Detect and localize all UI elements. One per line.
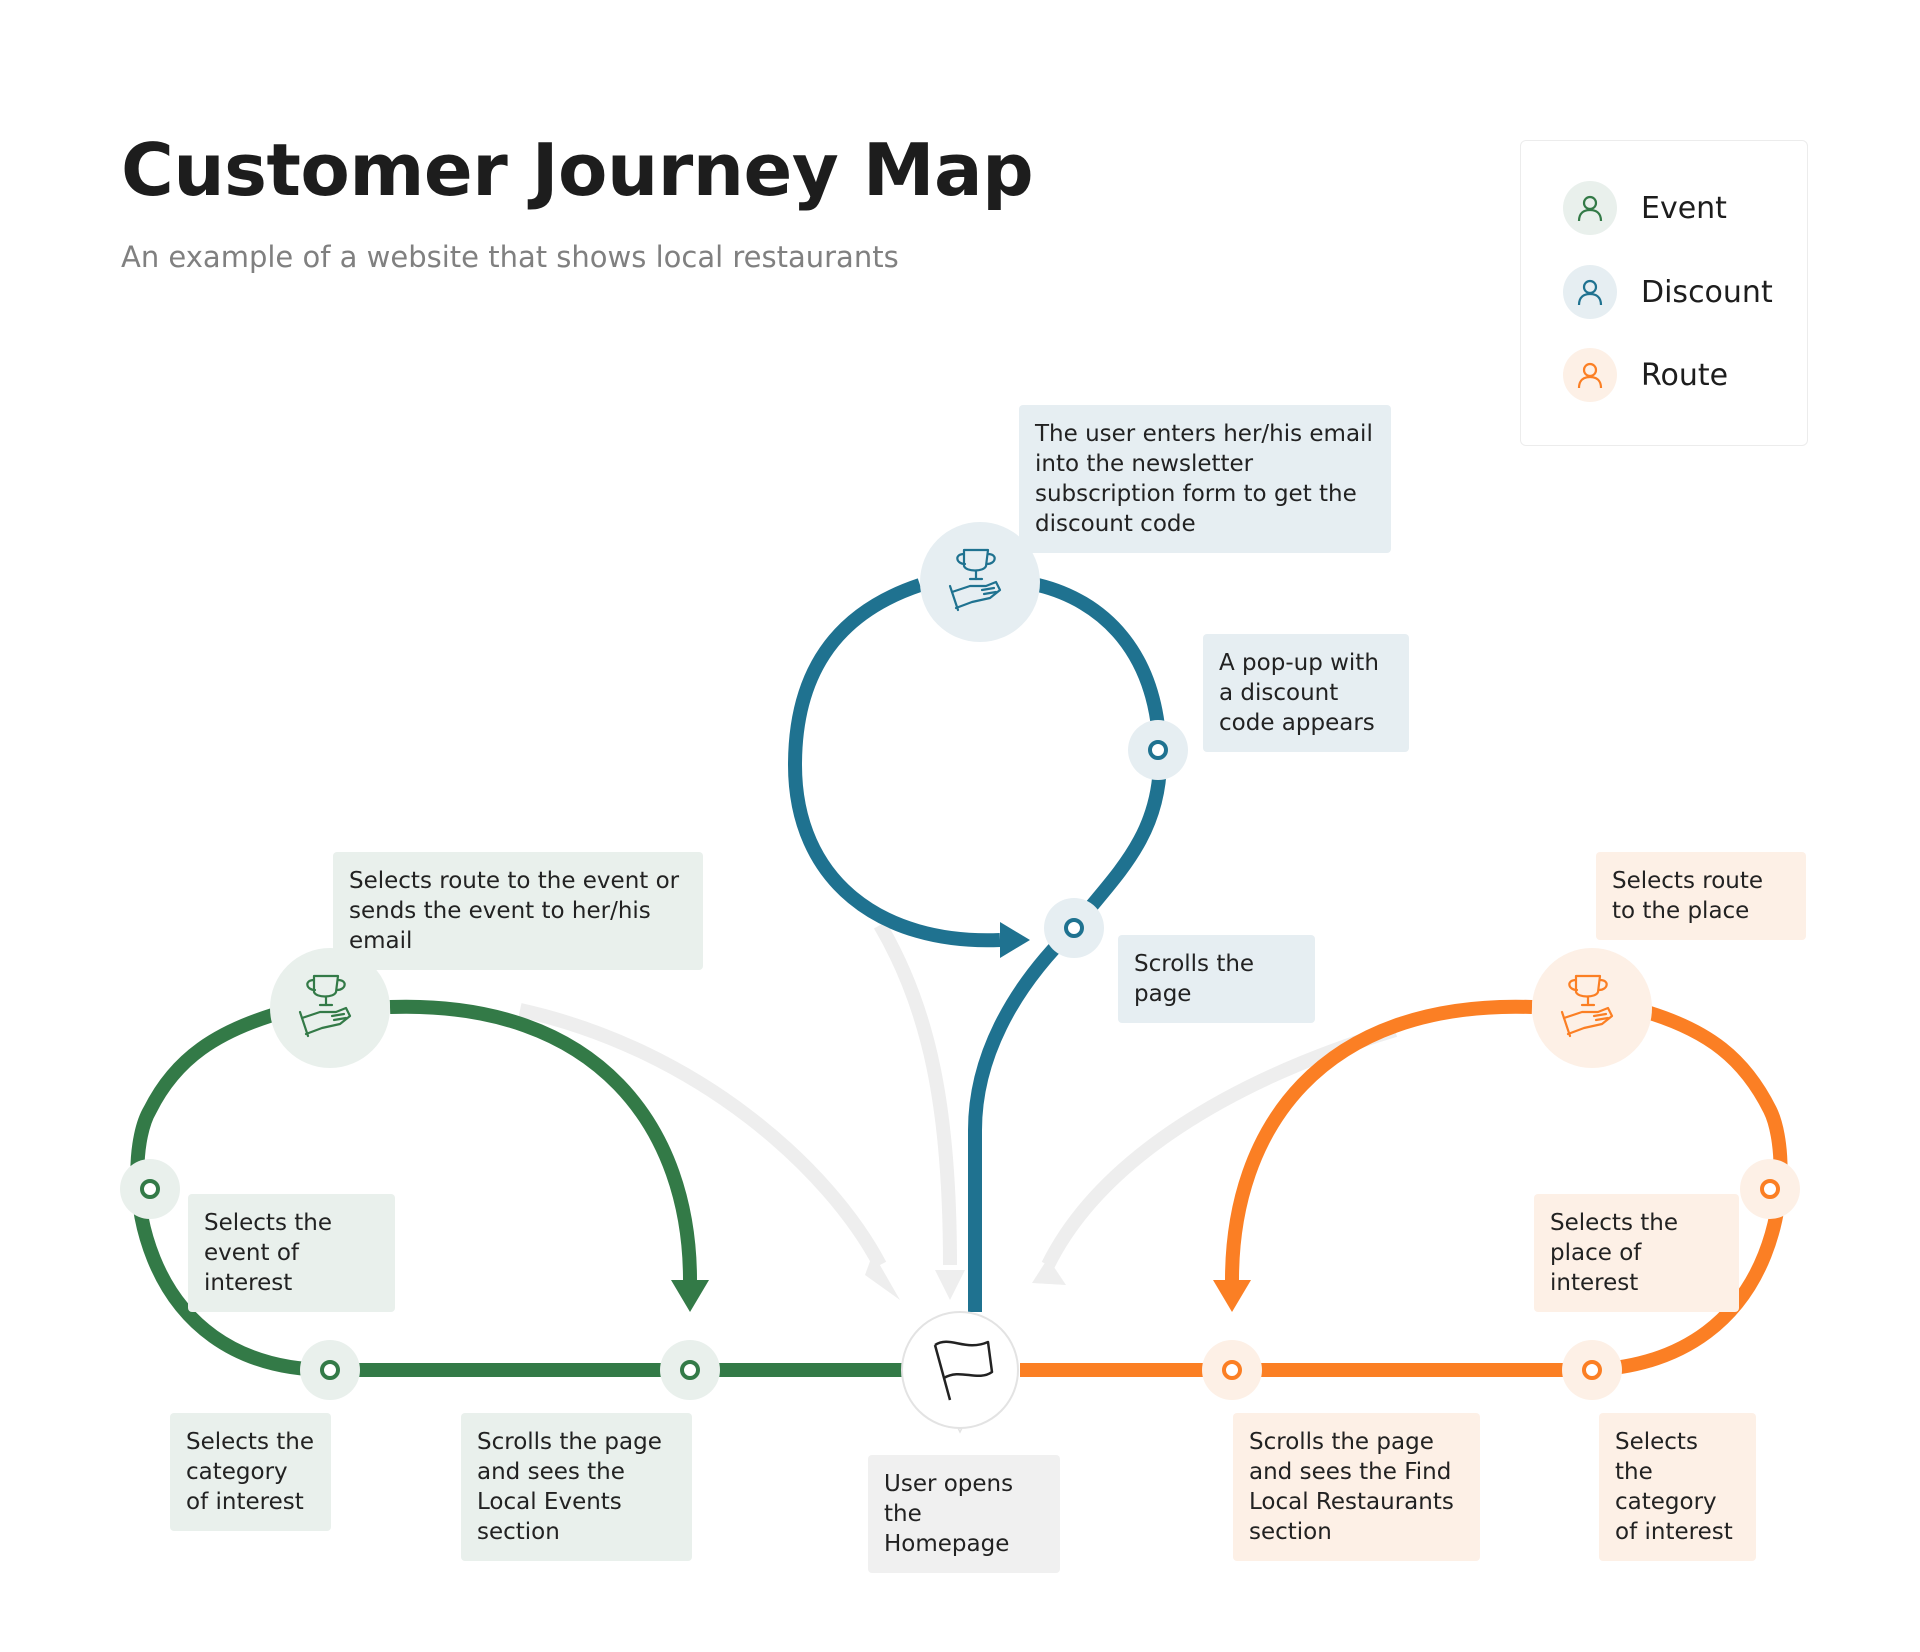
person-icon	[1563, 181, 1617, 235]
event-step-node-category	[300, 1340, 360, 1400]
discount-arrowhead	[1000, 922, 1030, 958]
legend-item-discount: Discount	[1563, 265, 1773, 319]
legend-label-event: Event	[1641, 190, 1727, 226]
start-node	[901, 1311, 1019, 1434]
event-step-node-scroll	[660, 1340, 720, 1400]
page-subtitle: An example of a website that shows local…	[121, 240, 899, 274]
discount-step-node-scroll	[1044, 898, 1104, 958]
route-goal-node	[1532, 948, 1652, 1068]
legend: Event Discount Route	[1520, 140, 1808, 446]
route-step-node-place	[1740, 1159, 1800, 1219]
route-place-label: Selects the place of interest	[1534, 1194, 1739, 1312]
trophy-hand-icon	[298, 974, 352, 1038]
legend-item-event: Event	[1563, 181, 1727, 235]
legend-label-route: Route	[1641, 357, 1729, 393]
event-select-label: Selects the event of interest	[188, 1194, 395, 1312]
trophy-hand-icon	[948, 548, 1002, 612]
route-step-node-category	[1562, 1340, 1622, 1400]
event-step-node-select	[120, 1159, 180, 1219]
route-path	[1020, 999, 1788, 1377]
discount-scroll-label: Scrolls the page	[1118, 935, 1315, 1023]
event-path	[130, 999, 905, 1377]
trophy-hand-icon	[1560, 974, 1614, 1038]
discount-email-label: The user enters her/his email into the n…	[1019, 405, 1391, 553]
discount-path	[787, 578, 1168, 1312]
route-select-label: Selects route to the place	[1596, 852, 1806, 940]
event-goal-node	[270, 948, 390, 1068]
legend-label-discount: Discount	[1641, 274, 1773, 310]
route-category-label: Selects the category of interest	[1599, 1413, 1756, 1561]
return-arrowhead-route	[1032, 1258, 1066, 1285]
event-category-label: Selects the category of interest	[170, 1413, 331, 1531]
route-arrowhead	[1213, 1280, 1251, 1312]
person-icon	[1563, 265, 1617, 319]
return-arrow-event	[518, 1003, 887, 1269]
person-icon	[1563, 348, 1617, 402]
discount-step-node-popup	[1128, 720, 1188, 780]
route-step-node-scroll	[1202, 1340, 1262, 1400]
return-arrowhead-discount	[935, 1270, 965, 1300]
event-route-label: Selects route to the event or sends the …	[333, 852, 703, 970]
event-scroll-label: Scrolls the page and sees the Local Even…	[461, 1413, 692, 1561]
event-arrowhead	[671, 1280, 709, 1312]
route-scroll-label: Scrolls the page and sees the Find Local…	[1233, 1413, 1480, 1561]
page-title: Customer Journey Map	[121, 128, 1034, 212]
discount-goal-node	[920, 522, 1040, 642]
return-arrowhead-event	[865, 1253, 900, 1300]
start-label: User opens the Homepage	[868, 1455, 1060, 1573]
discount-popup-label: A pop-up with a discount code appears	[1203, 634, 1409, 752]
flag-icon	[933, 1340, 994, 1401]
return-arrow-discount	[873, 921, 957, 1266]
return-arrow-route	[1041, 1023, 1398, 1269]
legend-item-route: Route	[1563, 348, 1728, 402]
